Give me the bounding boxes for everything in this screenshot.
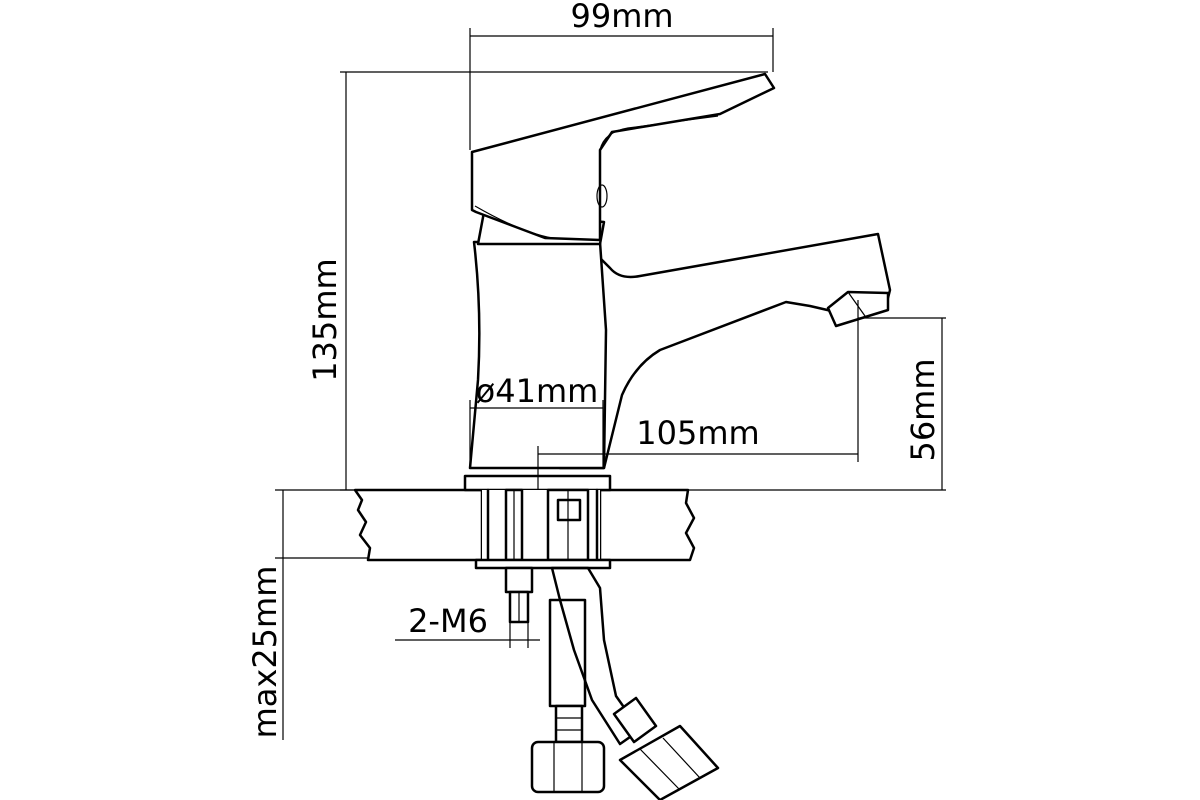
- dimension-label-max-thickness: max25mm: [246, 566, 284, 739]
- spout: [558, 232, 892, 470]
- dimension-label-reach: 105mm: [636, 414, 759, 452]
- handle-lever: [470, 72, 776, 242]
- faucet-body: [463, 72, 892, 492]
- dimension-lines: [275, 28, 946, 740]
- hose-nut-left: [530, 740, 606, 794]
- clamp-plate: [474, 558, 612, 570]
- hose-left: [548, 598, 587, 708]
- dimension-label-height: 135mm: [306, 258, 344, 381]
- hose-nut-right: [618, 724, 720, 800]
- dimension-label-spout-height: 56mm: [904, 358, 942, 461]
- dimension-label-diameter: ø41mm: [476, 372, 599, 410]
- dimension-label-studs: 2-M6: [408, 602, 488, 640]
- hose-right: [550, 566, 642, 746]
- stud-nut: [504, 566, 534, 594]
- dimension-label-width: 99mm: [570, 0, 673, 35]
- mounting-hardware: [474, 488, 612, 624]
- braided-hoses: [530, 566, 720, 800]
- faucet-column: [468, 240, 608, 470]
